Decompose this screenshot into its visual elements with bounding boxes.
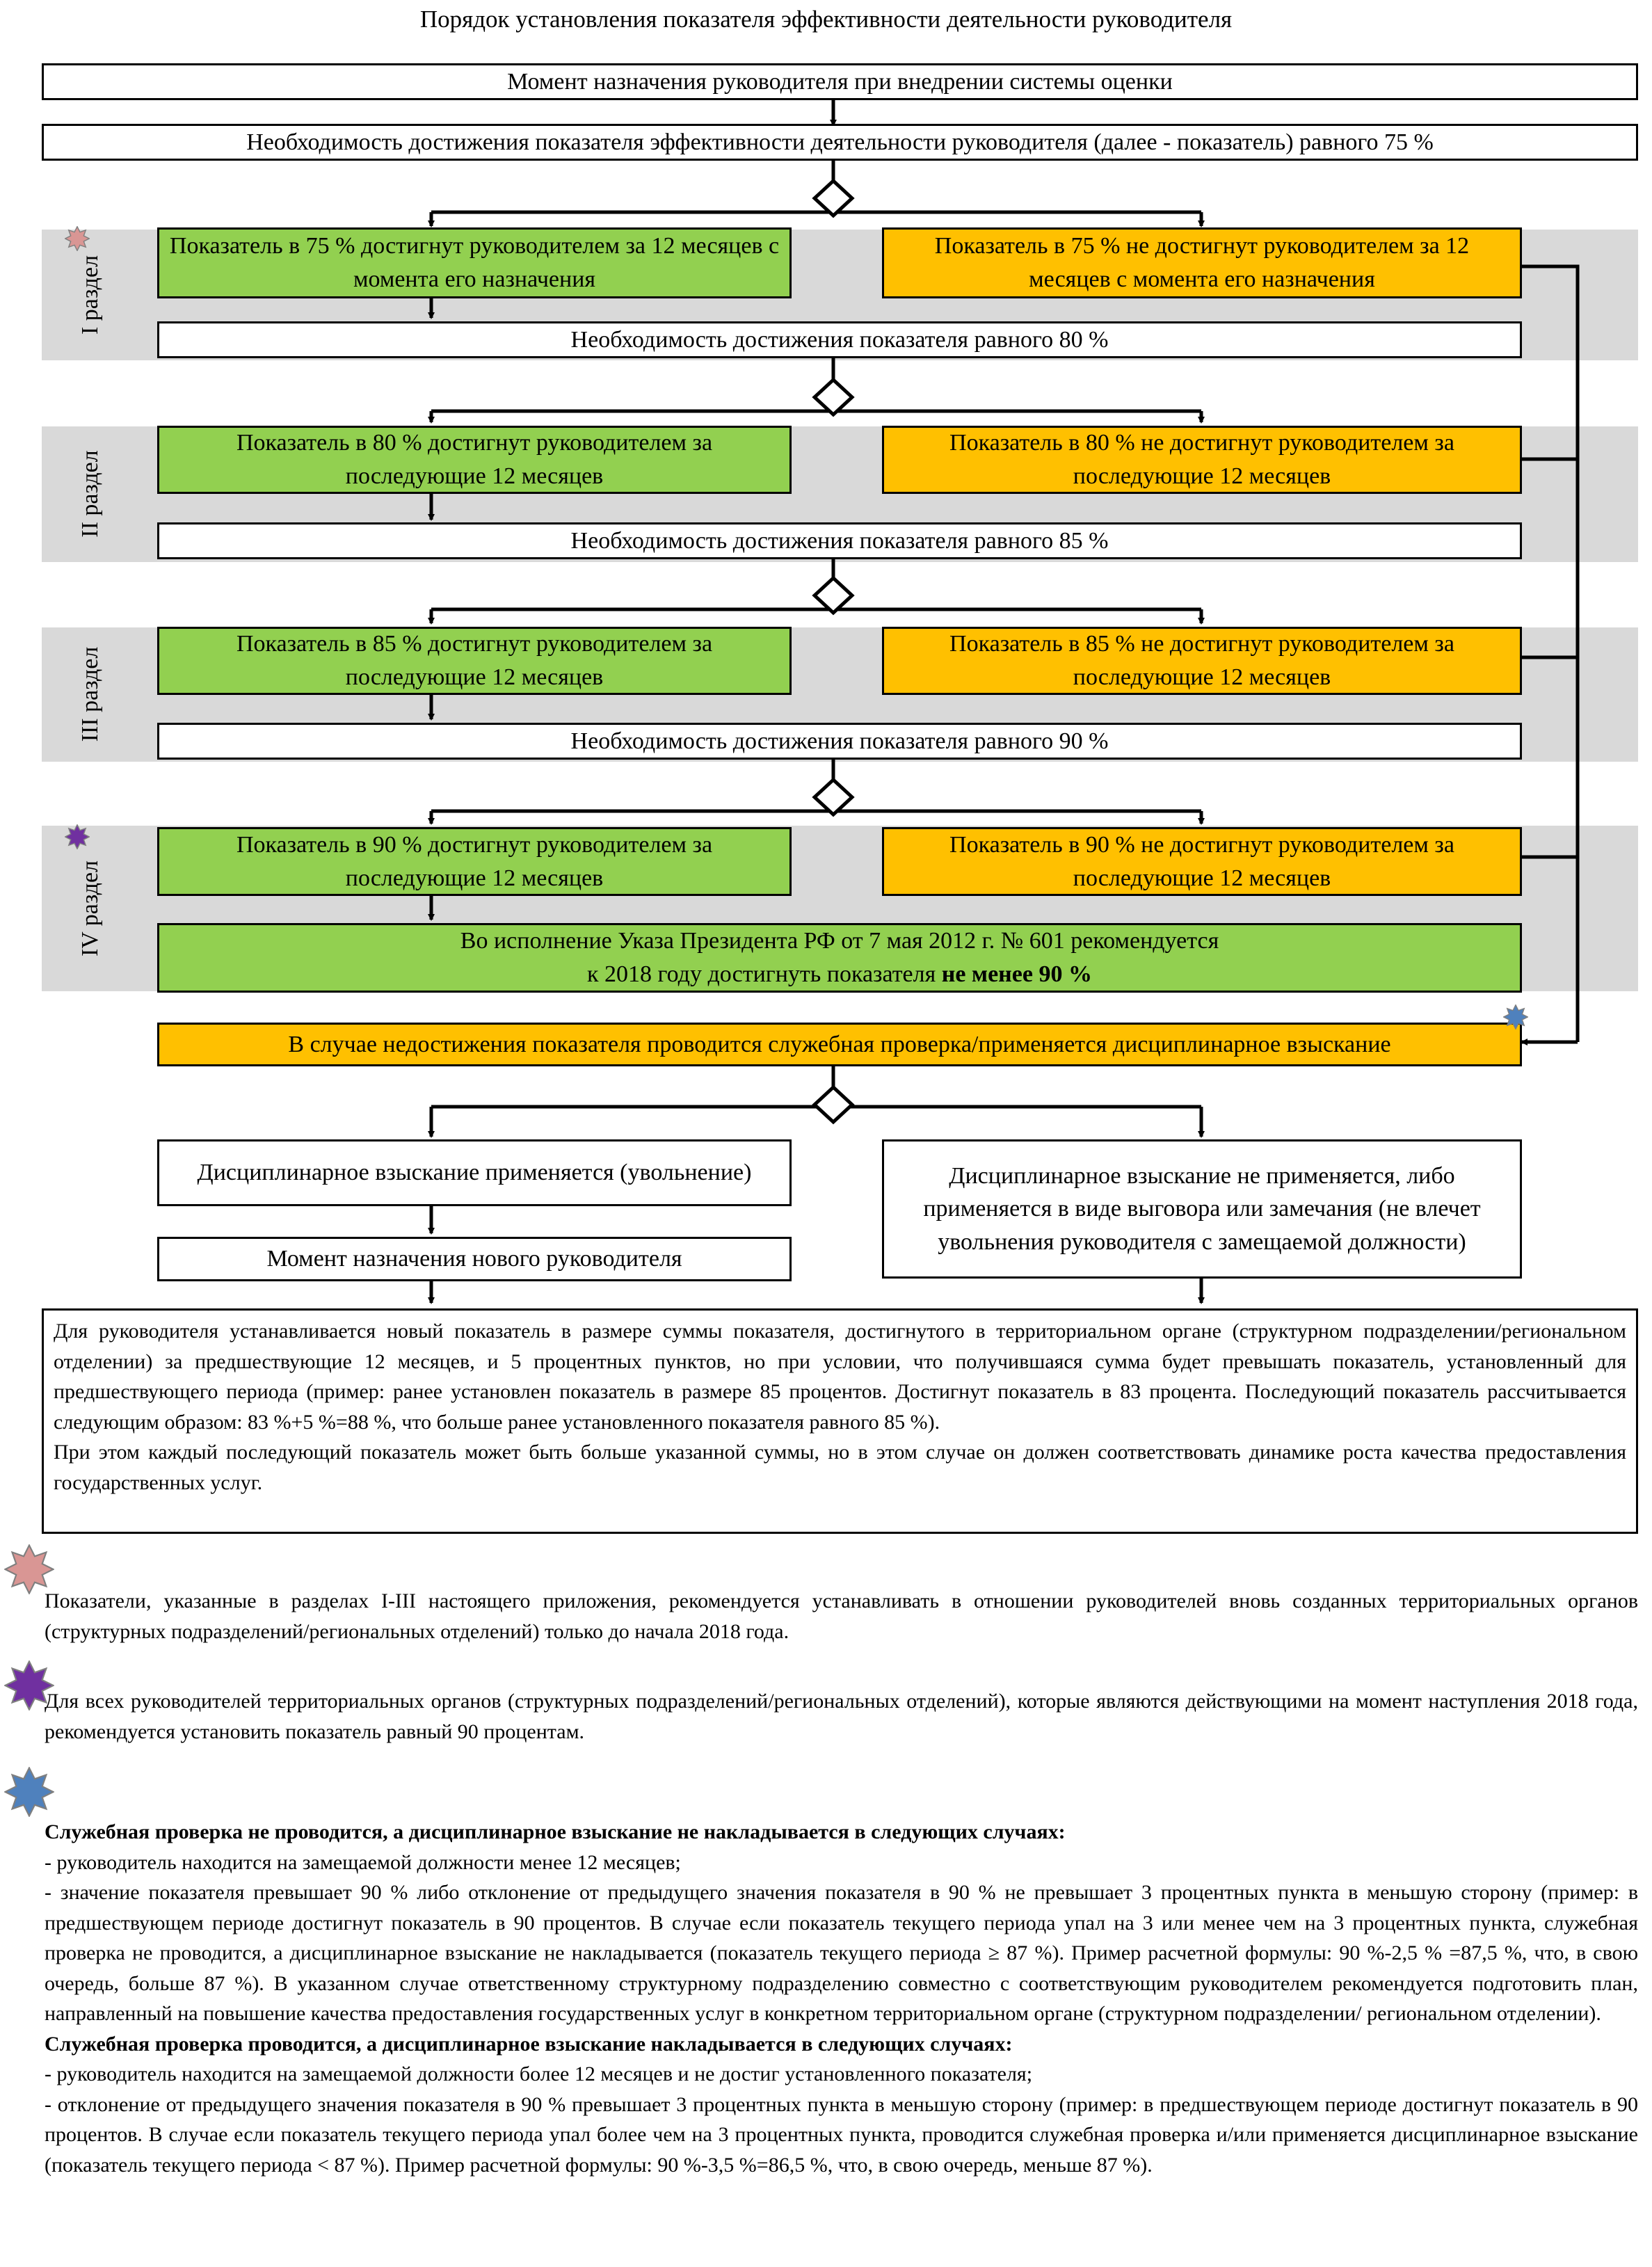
decree-line-2-bold: не менее 90 % — [941, 961, 1092, 987]
section-3-yes-box: Показатель в 85 % достигнут руководителе… — [157, 627, 792, 695]
note-2-text: Для всех руководителей территориальных о… — [45, 1690, 1638, 1743]
note-3-item-4: - отклонение от предыдущего значения пок… — [45, 2092, 1638, 2177]
decision-diamond-2 — [812, 377, 855, 417]
section-4-no-box: Показатель в 90 % не достигнут руководит… — [882, 827, 1522, 896]
section-1-yes-box: Показатель в 75 % достигнут руководителе… — [157, 227, 792, 298]
note-3-heading-1: Служебная проверка не проводится, а дисц… — [45, 1820, 1066, 1843]
new-indicator-p1: Для руководителя устанавливается новый п… — [54, 1320, 1626, 1434]
page-title: Порядок установления показателя эффектив… — [419, 6, 1233, 33]
new-head-box: Момент назначения нового руководителя — [157, 1237, 792, 1281]
new-indicator-text: Для руководителя устанавливается новый п… — [42, 1308, 1638, 1534]
decree-box: Во исполнение Указа Президента РФ от 7 м… — [157, 923, 1522, 993]
decree-line-1: Во исполнение Указа Президента РФ от 7 м… — [460, 928, 1219, 954]
decision-diamond-4 — [812, 777, 855, 817]
note-1-star-pink-icon — [4, 1544, 54, 1594]
note-3-heading-2: Служебная проверка проводится, а дисципл… — [45, 2032, 1013, 2056]
star-pink-icon — [65, 226, 90, 251]
decision-diamond-3 — [812, 575, 855, 616]
section-3-no-box: Показатель в 85 % не достигнут руководит… — [882, 627, 1522, 695]
section-4-yes-box: Показатель в 90 % достигнут руководителе… — [157, 827, 792, 896]
need-75-box: Необходимость достижения показателя эффе… — [42, 124, 1638, 161]
decree-line-2: к 2018 году достигнуть показателя не мен… — [587, 958, 1092, 991]
decision-diamond-1 — [812, 178, 855, 218]
note-3-item-3: - руководитель находится на замещаемой д… — [45, 2062, 1033, 2085]
section-2-yes-box: Показатель в 80 % достигнут руководителе… — [157, 426, 792, 494]
note-3-star-blue-icon — [4, 1767, 54, 1817]
sanction-not-applied-box: Дисциплинарное взыскание не применяется,… — [882, 1139, 1522, 1279]
failure-box: В случае недостижения показателя проводи… — [157, 1023, 1522, 1066]
note-3-item-1: - руководитель находится на замещаемой д… — [45, 1850, 681, 1874]
star-blue-icon — [1503, 1004, 1528, 1030]
decree-line-2-text: к 2018 году достигнуть показателя — [587, 961, 942, 987]
note-2-star-purple-icon — [4, 1660, 54, 1711]
new-indicator-p2: При этом каждый последующий показатель м… — [54, 1441, 1626, 1494]
need-85-box: Необходимость достижения показателя равн… — [157, 522, 1522, 559]
star-purple-icon — [65, 824, 90, 849]
note-1-text: Показатели, указанные в разделах I-III н… — [45, 1589, 1638, 1643]
note-3-item-2: - значение показателя превышает 90 % либ… — [45, 1881, 1638, 2025]
note-3-text: Служебная проверка не проводится, а дисц… — [45, 1817, 1638, 2180]
sanction-applied-box: Дисциплинарное взыскание применяется (ув… — [157, 1139, 792, 1206]
need-80-box: Необходимость достижения показателя равн… — [157, 321, 1522, 358]
section-1-no-box: Показатель в 75 % не достигнут руководит… — [882, 227, 1522, 298]
start-box: Момент назначения руководителя при внедр… — [42, 63, 1638, 100]
need-90-box: Необходимость достижения показателя равн… — [157, 723, 1522, 760]
decision-diamond-5 — [812, 1084, 855, 1125]
section-2-no-box: Показатель в 80 % не достигнут руководит… — [882, 426, 1522, 494]
